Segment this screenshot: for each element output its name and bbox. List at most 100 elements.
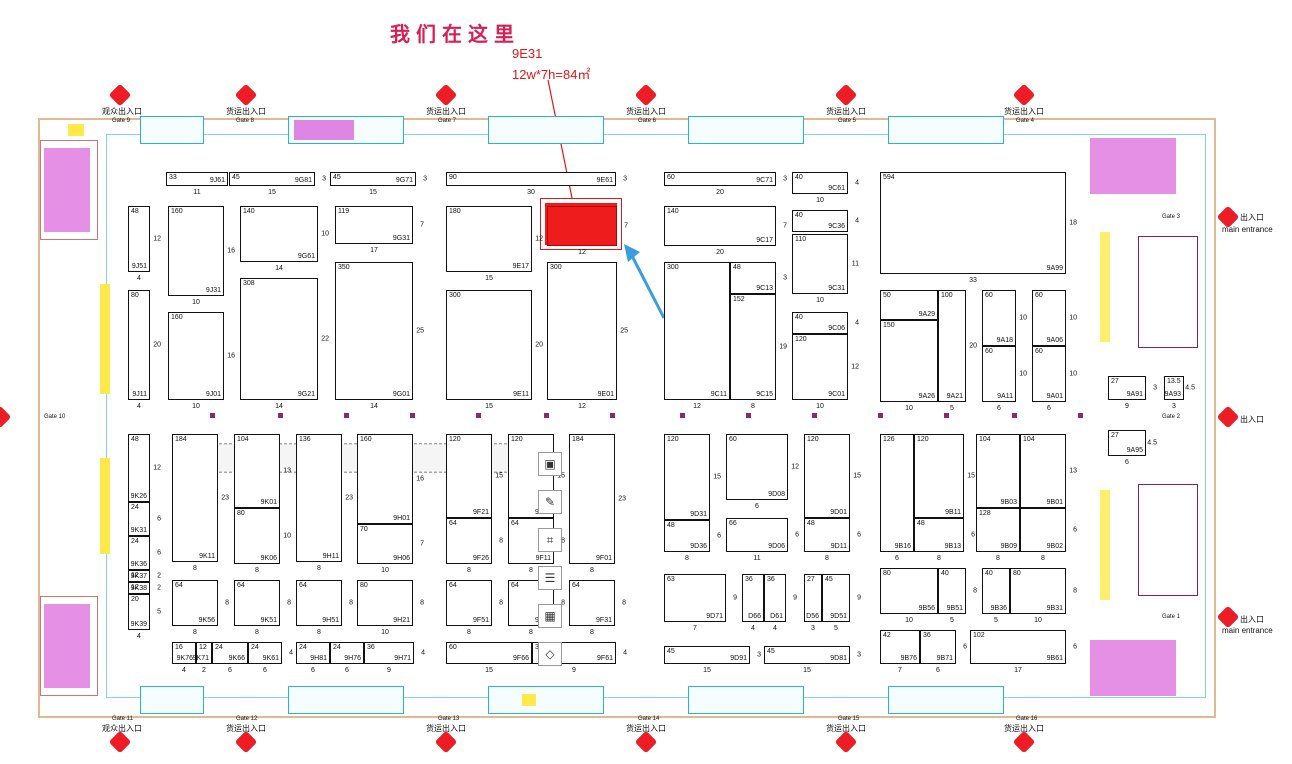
- booth-9c36[interactable]: 9C3640104: [792, 210, 859, 242]
- highlighted-booth-frame[interactable]: [540, 198, 622, 250]
- booth-9c06[interactable]: 9C0640104: [792, 312, 859, 344]
- booth-9a06[interactable]: 9A0660610: [1032, 290, 1077, 356]
- booth-9k66[interactable]: 9K662464: [212, 642, 259, 674]
- booth-9a29[interactable]: 9A29505: [880, 290, 949, 320]
- booth-9b76[interactable]: 9B764276: [880, 630, 931, 674]
- booth-9k26[interactable]: 9K2648412: [128, 434, 161, 512]
- booth-9b36[interactable]: 9B364058: [982, 568, 1021, 624]
- booth-9k31[interactable]: 9K312446: [128, 502, 161, 546]
- image-icon[interactable]: ▣: [538, 452, 562, 476]
- booth-9d01[interactable]: 9D01120815: [804, 434, 861, 528]
- booth-d66[interactable]: D663649: [742, 574, 775, 632]
- booth-9h76[interactable]: 9H762464: [330, 642, 375, 674]
- booth-9b16[interactable]: 9B16126615: [880, 434, 925, 562]
- booth-9b56[interactable]: 9B5680108: [880, 568, 949, 624]
- booth-9a26[interactable]: 9A261501015: [880, 320, 949, 412]
- booth-9k36[interactable]: 9K362446: [128, 536, 161, 580]
- table-icon[interactable]: ▦: [538, 604, 562, 628]
- booth-9b01[interactable]: 9B01104813: [1020, 434, 1077, 518]
- booth-9k71[interactable]: 9K711226: [193, 642, 223, 674]
- edit-image-icon[interactable]: ✎: [538, 490, 562, 514]
- booth-9h81[interactable]: 9H812464: [296, 642, 341, 674]
- image-text-icon[interactable]: ☰: [538, 566, 562, 590]
- eraser-icon[interactable]: ◇: [538, 642, 562, 666]
- booth-9d31[interactable]: 9D31120815: [664, 434, 721, 530]
- booth-9b09[interactable]: 9B09128816: [976, 508, 1031, 562]
- booth-9a18[interactable]: 9A1860610: [982, 290, 1027, 356]
- booth-9j61[interactable]: 9J6133113: [166, 172, 239, 196]
- crop-icon[interactable]: ⌗: [538, 528, 562, 552]
- booth-9b11[interactable]: 9B11120815: [914, 434, 975, 528]
- booth-9k76[interactable]: 9K761644: [172, 642, 207, 674]
- booth-9f21[interactable]: 9F21120815: [446, 434, 503, 528]
- booth-9b03[interactable]: 9B03104813: [976, 434, 1031, 518]
- booth-9c11[interactable]: 9C113001225: [664, 262, 741, 410]
- booth-9f66[interactable]: 9F6660154: [446, 642, 543, 674]
